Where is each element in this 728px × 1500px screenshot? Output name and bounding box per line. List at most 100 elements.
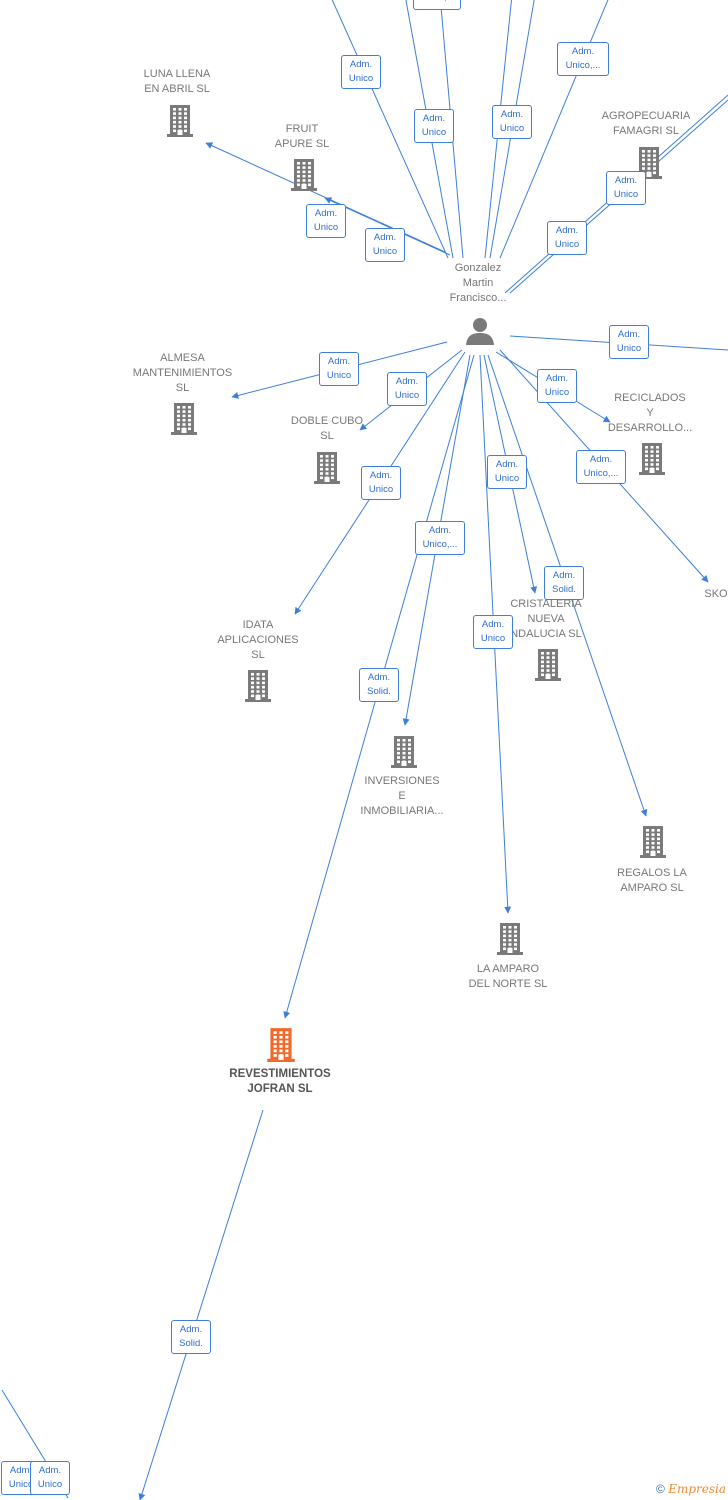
relation-badge[interactable]: Adm.Unico [547,221,587,255]
relation-badge-line: Unico [8,1479,34,1490]
relation-badge-line: Adm. [495,459,519,470]
relation-badge-line: Adm. [179,1324,203,1335]
relation-badge[interactable]: Adm.Unico [306,204,346,238]
relation-badge-line: Unico,... [422,539,458,550]
relation-badge[interactable]: Adm. Unico [387,372,427,406]
building-icon[interactable] [312,450,342,489]
relation-badge-line: Adm. [369,470,393,481]
copyright-symbol: © [656,1482,665,1496]
relation-badge-line: Unico [368,484,394,495]
relation-badge-line: Unico [394,390,420,401]
company-name-line: SL [320,430,334,442]
relation-edge [499,0,609,259]
company-name-line: DOBLE CUBO [290,415,364,427]
company-name[interactable]: REVESTIMIENTOS JOFRAN SL [212,1067,348,1097]
company-name-line: INMOBILIARIA... [360,805,444,817]
relation-badge[interactable]: Adm.Unico [487,455,527,489]
building-icon[interactable] [634,145,664,184]
relation-badge[interactable]: Adm.Solid. [544,566,584,600]
building-icon[interactable] [165,103,195,142]
relation-badge-line: Adm. [552,570,576,581]
company-name-line: LA AMPARO [476,963,540,975]
relation-badge-line: Adm. [373,232,397,243]
company-name[interactable]: LA AMPARO DEL NORTE SL [456,962,560,992]
relation-badge[interactable]: Adm.Unico [473,615,513,649]
relation-badge-line: Solid. [367,686,391,697]
relation-badge[interactable]: Adm.Unico [537,369,577,403]
company-name-line: IDATA [242,619,274,631]
person-icon[interactable] [465,316,495,351]
relation-badge[interactable]: Adm.Unico,... [576,450,626,484]
relation-badge[interactable]: Adm.Unico,... [557,42,609,76]
company-name-line: REVESTIMIENTOS [229,1068,331,1080]
company-name[interactable]: LUNA LLENA EN ABRIL SL [122,67,232,97]
relation-badge-line: Unico [326,370,352,381]
company-name[interactable]: FRUIT APURE SL [257,122,347,152]
building-icon[interactable] [169,401,199,440]
company-name-line: INVERSIONES [364,775,440,787]
company-name-line: FRUIT [285,123,319,135]
company-name-line: APURE SL [274,138,330,150]
person-name-line: Francisco... [449,292,507,304]
building-icon[interactable] [389,734,419,773]
company-name-line: SL [251,649,265,661]
relation-badge-line: Unico [348,73,374,84]
company-name-line: SKO [704,588,728,600]
relation-badge[interactable]: Adm. Solid. [359,668,399,702]
relation-badge[interactable]: Adm. Unico,... [415,521,465,555]
relation-badge-line: Adm. [349,59,373,70]
relation-badge-line: Adm. [428,525,452,536]
building-icon[interactable] [638,824,668,863]
relation-badge-line: Adm. [367,672,391,683]
company-name[interactable]: SKO [696,587,728,602]
relation-badge[interactable]: Adm.Unico [492,105,532,139]
building-icon[interactable] [637,441,667,480]
building-icon[interactable] [265,1026,297,1067]
company-name-line: NDALUCIA SL [510,628,582,640]
relation-badge-line: Adm. [617,329,641,340]
relation-badge-line: Adm. [589,454,613,465]
relation-badge-line: Unico [421,127,447,138]
relation-badge[interactable]: Adm. Unico [361,466,401,500]
company-name-line: EN ABRIL SL [144,83,210,95]
brand-logo: Empresia [668,1482,726,1496]
company-name-line: DEL NORTE SL [468,978,548,990]
relation-badge-line: Unico,... [415,0,459,5]
relation-badge[interactable]: Adm. Unico [341,55,381,89]
company-name[interactable]: IDATA APLICACIONES SL [202,618,314,663]
relation-badge-line: Adm. [545,373,569,384]
company-name-line: LUNA LLENA [143,68,211,80]
relation-badge-line: Unico [554,239,580,250]
relation-badge[interactable]: Adm.Unico [30,1461,70,1495]
relation-badge-line: Adm. [327,356,351,367]
company-name-line: APLICACIONES [217,634,299,646]
company-name[interactable]: INVERSIONES E INMOBILIARIA... [348,774,456,819]
relation-badge-line: Adm. [395,376,419,387]
relation-badge-line: Unico [313,222,339,233]
company-name[interactable]: DOBLE CUBO SL [277,414,377,444]
building-icon[interactable] [495,921,525,960]
relation-badge[interactable]: Adm.Unico [414,109,454,143]
relation-badge[interactable]: Adm. Unico [319,352,359,386]
person-name-line: Martin [462,277,494,289]
relation-badge[interactable]: Adm.Unico [609,325,649,359]
building-icon[interactable] [243,668,273,707]
company-name-line: E [398,790,406,802]
relation-badge[interactable]: Adm.Unico [365,228,405,262]
building-icon[interactable] [289,157,319,196]
company-name-line: Y [646,407,654,419]
relation-badge[interactable]: Unico,... [413,0,461,10]
company-name-line: MANTENIMIENTOS [132,367,233,379]
relation-badge[interactable]: Adm.Solid. [171,1320,211,1354]
relation-edge [331,0,449,259]
company-name-line: NUEVA [527,613,565,625]
relation-badge[interactable]: Adm.Unico [606,171,646,205]
building-icon[interactable] [533,647,563,686]
company-name-line: JOFRAN SL [247,1083,313,1095]
